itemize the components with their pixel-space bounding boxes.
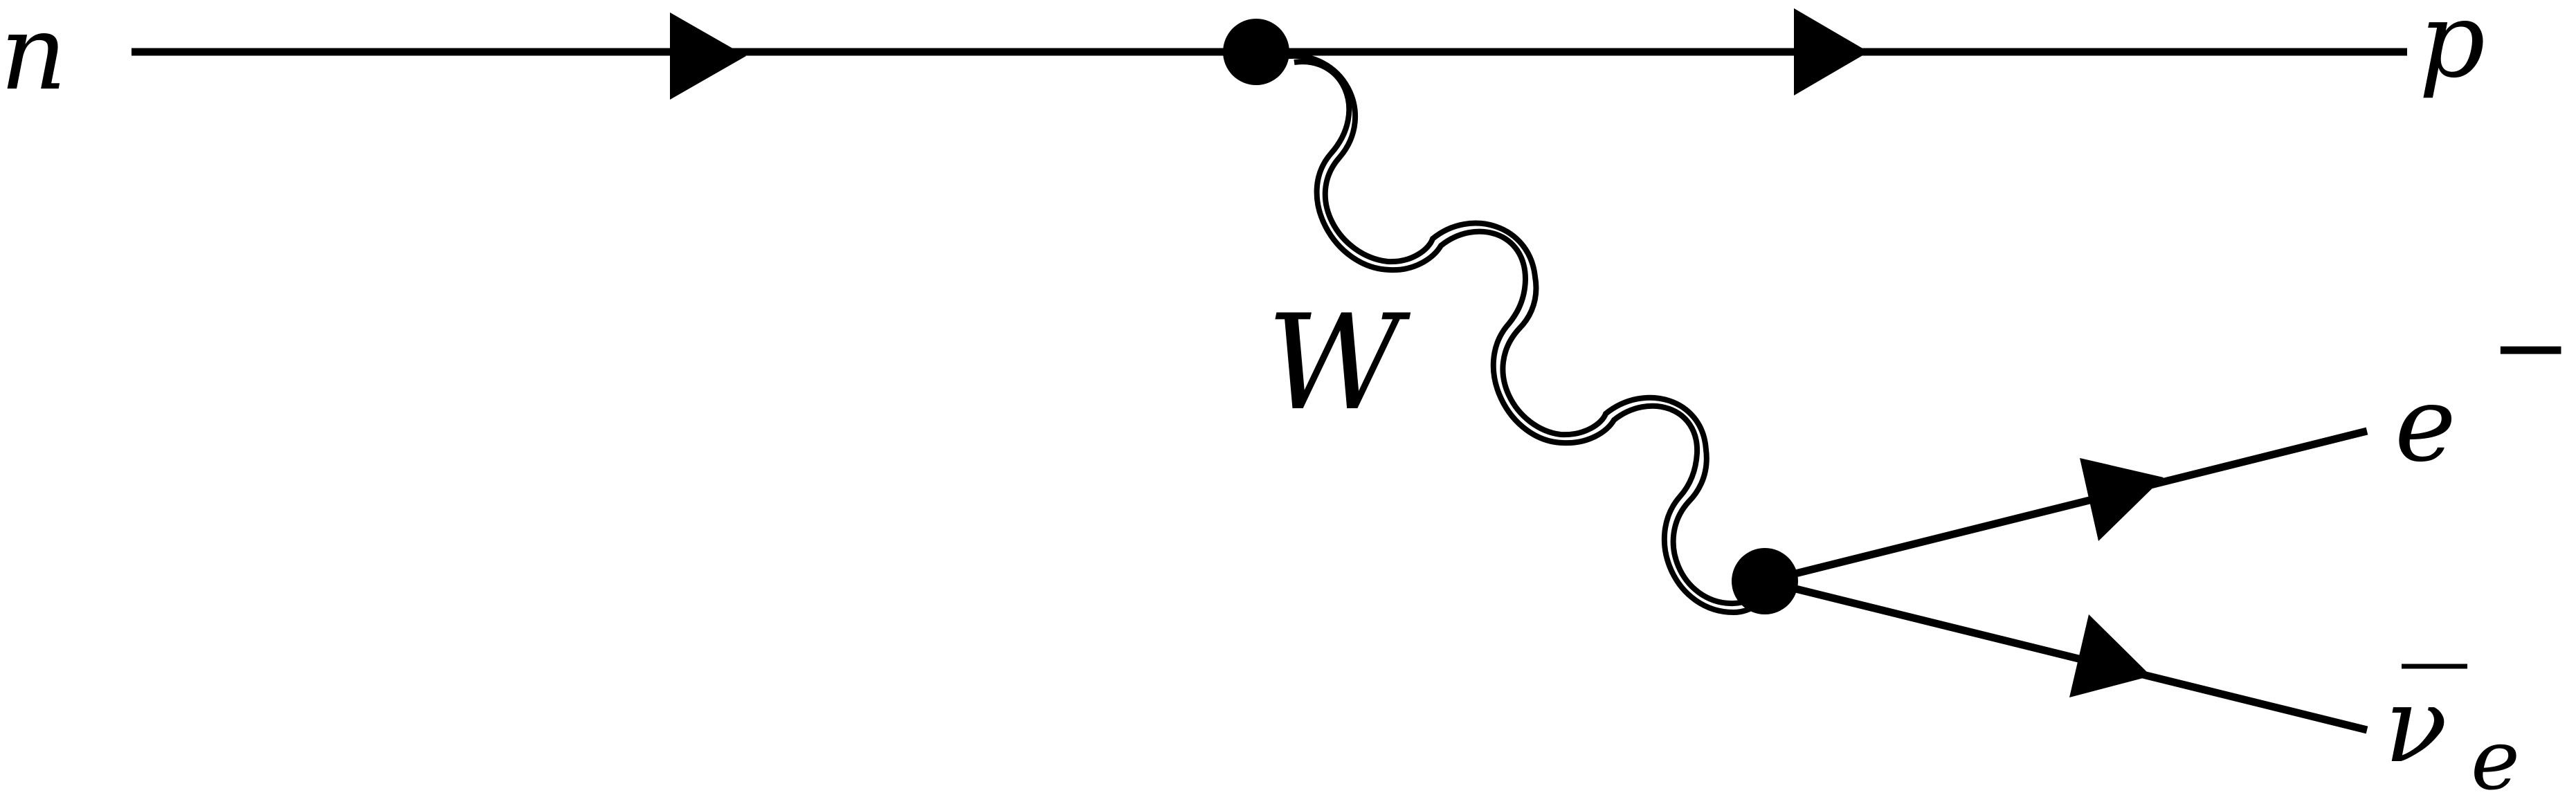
antineutrino-label: ν xyxy=(2384,666,2447,786)
electron-label: e xyxy=(2395,365,2456,485)
w-boson-propagator xyxy=(1283,53,1768,616)
antineutrino-arrow-icon xyxy=(2069,614,2151,697)
upper-vertex xyxy=(1223,19,1289,85)
proton-arrow-icon xyxy=(1794,8,1869,95)
antineutrino-subscript-label: e xyxy=(2471,713,2520,795)
electron-line xyxy=(1763,427,2368,585)
w-boson-wave-inner xyxy=(1294,59,1768,616)
neutron-arrow-icon xyxy=(670,12,746,100)
proton-label: p xyxy=(2419,0,2485,101)
electron-arrow-icon xyxy=(2080,458,2164,541)
lower-vertex xyxy=(1732,548,1798,614)
antineutrino-line xyxy=(1763,577,2368,734)
electron-charge-label: − xyxy=(2490,291,2571,404)
w-boson-label: W xyxy=(1267,286,1411,439)
w-boson-wave-outer xyxy=(1283,53,1767,607)
neutron-label: n xyxy=(0,0,67,113)
